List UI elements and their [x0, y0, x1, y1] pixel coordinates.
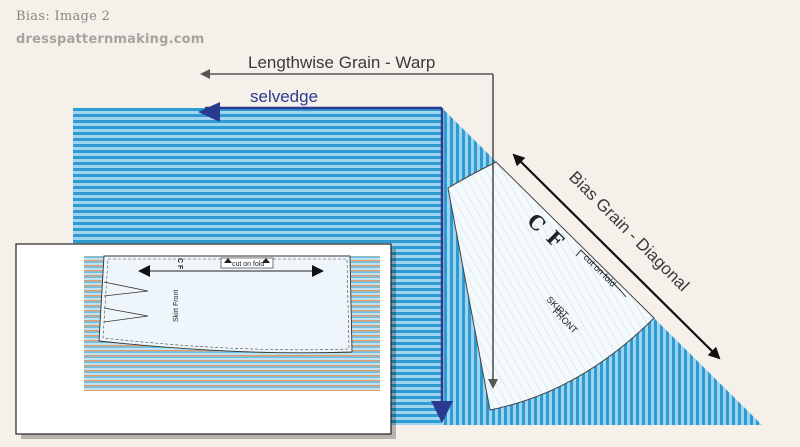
inset-seam-allowance [102, 258, 350, 351]
selvedge-arrowhead [198, 102, 220, 122]
selvedge-fold-arrowhead [431, 401, 453, 423]
inset-cut-on-fold [220, 257, 274, 269]
inset-image: cut on fold C F Skirt Front [15, 243, 396, 439]
selvedge-label: selvedge [250, 87, 318, 106]
inset-cut-on-fold-label: cut on fold [232, 261, 264, 268]
cut-on-fold-bracket [575, 249, 627, 298]
site-name: dresspatternmaking.com [16, 32, 205, 47]
bias-grain-arrow [512, 153, 721, 360]
lengthwise-grain-label: Lengthwise Grain - Warp [248, 53, 435, 72]
inset-cf-label: C F [176, 258, 183, 270]
inset-skirt-pattern-piece [98, 255, 353, 354]
inset-skirt-front-label: Skirt Front [173, 290, 180, 322]
inset-dart-2 [103, 307, 149, 323]
inset-dart-1 [103, 281, 149, 297]
page-title: Bias: Image 2 [16, 9, 111, 24]
